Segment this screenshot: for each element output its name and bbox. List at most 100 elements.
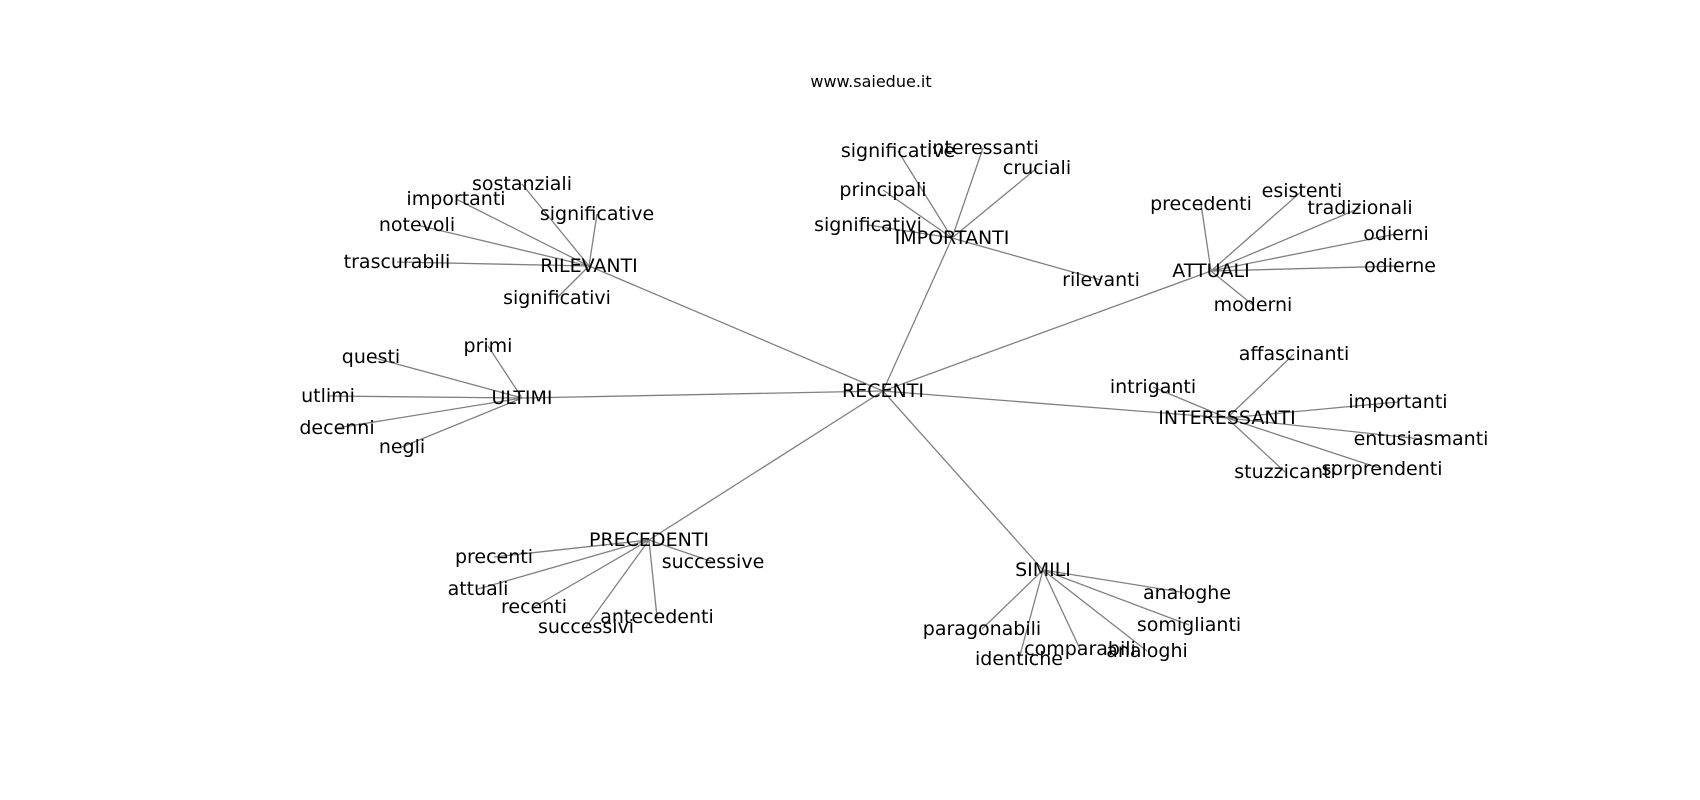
leaf-node-ultimi-questi: questi <box>342 346 400 368</box>
edge-precedenti-successive <box>648 539 714 563</box>
leaf-node-ultimi-utlimi: utlimi <box>301 385 355 407</box>
leaf-node-rilevanti-significativi: significativi <box>503 287 611 309</box>
edge-ultimi-utlimi <box>327 395 523 399</box>
leaf-node-attuali-odierni: odierni <box>1363 223 1428 245</box>
leaf-node-simili-comparabili: comparabili <box>1024 638 1136 660</box>
leaf-node-precedenti-successivi: successivi <box>538 616 634 638</box>
leaf-node-precedenti-recenti: recenti <box>501 596 567 618</box>
leaf-node-attuali-esistenti: esistenti <box>1262 180 1343 202</box>
edge-ultimi-questi <box>370 356 523 399</box>
leaf-node-rilevanti-notevoli: notevoli <box>379 214 455 236</box>
edge-precedenti-precenti <box>493 539 650 558</box>
edge-interessanti-stuzzicanti <box>1226 417 1286 473</box>
leaf-node-interessanti-stuzzicanti: stuzzicanti <box>1234 461 1335 483</box>
edge-precedenti-successivi <box>585 539 650 628</box>
leaf-node-simili-paragonabili: paragonabili <box>923 618 1041 640</box>
leaf-node-ultimi-negli: negli <box>379 436 425 458</box>
leaf-node-rilevanti-trascurabili: trascurabili <box>344 251 451 273</box>
leaf-node-precedenti-attuali: attuali <box>448 578 509 600</box>
leaf-node-rilevanti-importanti: importanti <box>406 188 505 210</box>
edge-ultimi-primi <box>487 345 523 399</box>
edge-simili-analoghe <box>1042 569 1188 594</box>
edge-center-attuali <box>882 270 1212 392</box>
leaf-node-importanti-rilevanti: rilevanti <box>1062 269 1140 291</box>
hub-node-importanti: IMPORTANTI <box>895 227 1010 249</box>
leaf-node-simili-analoghi: analoghi <box>1106 640 1188 662</box>
edge-center-importanti <box>882 237 953 392</box>
edge-rilevanti-notevoli <box>416 224 590 267</box>
leaf-node-attuali-tradizionali: tradizionali <box>1307 197 1412 219</box>
leaf-node-simili-identiche: identiche <box>975 648 1063 670</box>
leaf-node-ultimi-primi: primi <box>464 335 513 357</box>
edge-simili-analoghi <box>1042 569 1148 652</box>
hub-node-precedenti: PRECEDENTI <box>589 529 709 551</box>
edges-layer <box>327 147 1422 660</box>
hub-node-interessanti: INTERESSANTI <box>1158 407 1296 429</box>
edge-precedenti-attuali <box>477 539 650 590</box>
leaf-node-precedenti-antecedenti: antecedenti <box>600 606 713 628</box>
edge-importanti-cruciali <box>951 167 1038 239</box>
edge-importanti-significativi <box>867 224 953 239</box>
leaf-node-importanti-cruciali: cruciali <box>1003 157 1071 179</box>
edge-center-simili <box>882 390 1044 571</box>
edge-rilevanti-trascurabili <box>396 261 590 267</box>
edge-rilevanti-importanti <box>455 198 590 267</box>
leaf-node-simili-analoghe: analoghe <box>1143 582 1231 604</box>
edge-simili-comparabili <box>1042 569 1081 650</box>
leaf-node-interessanti-importanti: importanti <box>1348 391 1447 413</box>
leaf-node-precedenti-successive: successive <box>662 551 765 573</box>
edge-attuali-tradizionali <box>1210 207 1361 272</box>
leaf-node-interessanti-intriganti: intriganti <box>1110 376 1196 398</box>
edge-interessanti-importanti <box>1226 401 1399 419</box>
edge-ultimi-negli <box>401 397 523 448</box>
leaf-node-rilevanti-sostanziali: sostanziali <box>472 173 572 195</box>
edge-interessanti-intriganti <box>1152 386 1228 419</box>
hub-node-simili: SIMILI <box>1015 559 1071 581</box>
edge-attuali-precedenti <box>1200 203 1212 272</box>
leaf-node-interessanti-affascinanti: affascinanti <box>1239 343 1349 365</box>
leaf-node-importanti-significative: significative <box>841 140 955 162</box>
edge-interessanti-entusiasmanti <box>1226 417 1422 440</box>
hub-node-attuali: ATTUALI <box>1172 260 1250 282</box>
hub-node-rilevanti: RILEVANTI <box>540 255 638 277</box>
edge-precedenti-recenti <box>533 539 650 608</box>
edge-rilevanti-significativi <box>556 265 590 299</box>
site-label: www.saiedue.it <box>810 72 932 91</box>
leaf-node-interessanti-entusiasmanti: entusiasmanti <box>1354 428 1489 450</box>
edge-interessanti-affascinanti <box>1226 353 1295 419</box>
leaf-node-rilevanti-significative: significative <box>540 203 654 225</box>
leaf-node-importanti-principali: principali <box>839 179 926 201</box>
edge-rilevanti-significative <box>588 213 598 267</box>
edge-simili-somiglianti <box>1042 569 1190 626</box>
edge-center-rilevanti <box>588 265 884 392</box>
center-node: RECENTI <box>842 380 924 402</box>
edge-attuali-esistenti <box>1210 190 1303 272</box>
edge-center-ultimi <box>521 390 884 399</box>
edge-interessanti-sorprendenti <box>1226 417 1383 470</box>
leaf-node-interessanti-sorprendenti: sorprendenti <box>1321 458 1442 480</box>
edge-attuali-moderni <box>1210 270 1254 306</box>
edge-importanti-significative <box>897 150 953 239</box>
leaf-node-attuali-odierne: odierne <box>1364 255 1436 277</box>
edge-importanti-interessanti <box>951 147 984 239</box>
edge-precedenti-antecedenti <box>648 539 658 618</box>
leaf-node-attuali-moderni: moderni <box>1214 294 1293 316</box>
hub-node-ultimi: ULTIMI <box>491 387 552 409</box>
edge-center-precedenti <box>648 390 884 541</box>
edge-attuali-odierne <box>1210 265 1401 272</box>
edge-importanti-rilevanti <box>951 237 1102 281</box>
leaf-node-precedenti-precenti: precenti <box>455 546 533 568</box>
leaf-node-importanti-significativi: significativi <box>814 214 922 236</box>
leaf-node-ultimi-decenni: decenni <box>299 417 374 439</box>
leaf-node-importanti-interessanti: interessanti <box>927 137 1039 159</box>
edge-ultimi-decenni <box>336 397 523 429</box>
labels-layer: sostanzialiimportantisignificativenotevo… <box>299 137 1488 670</box>
edge-center-interessanti <box>882 390 1228 419</box>
edge-simili-paragonabili <box>981 569 1044 630</box>
leaf-node-simili-somiglianti: somiglianti <box>1137 614 1241 636</box>
edge-rilevanti-sostanziali <box>521 183 590 267</box>
edge-simili-identiche <box>1018 569 1044 660</box>
edge-attuali-odierni <box>1210 233 1397 272</box>
leaf-node-attuali-precedenti: precedenti <box>1150 193 1252 215</box>
